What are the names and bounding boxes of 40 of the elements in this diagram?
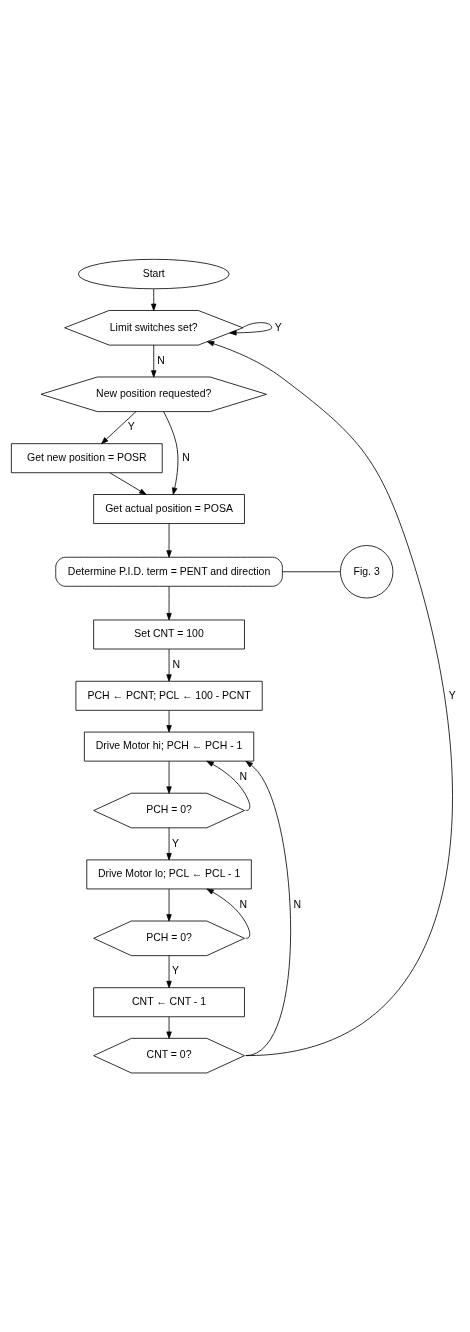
- arrow: [206, 760, 251, 811]
- arrow: [166, 827, 172, 861]
- arrow: [151, 288, 157, 311]
- connector: [282, 571, 341, 573]
- arrow: [163, 411, 179, 495]
- edge-label: Y: [172, 965, 180, 977]
- arrow: [166, 586, 172, 621]
- arrow: [166, 1016, 172, 1039]
- node-box: Get actual position = POSA: [93, 494, 245, 524]
- node-box: Drive Motor hi; PCH ← PCH - 1: [83, 731, 255, 762]
- arrow: [166, 888, 172, 922]
- arrow: [109, 472, 147, 495]
- arrow: [151, 344, 157, 378]
- node-ellipse: Start: [77, 258, 230, 290]
- node-box: Determine P.I.D. term = PENT and direction: [55, 556, 283, 587]
- edge-label: N: [157, 354, 165, 366]
- node-box: Get new position = POSR: [10, 443, 163, 474]
- arrow: [166, 760, 172, 794]
- arrow: [206, 341, 453, 1057]
- edge-label: Y: [127, 421, 135, 433]
- node-box: Set CNT = 100: [93, 619, 245, 650]
- node-box: PCH ← PCNT; PCL ← 100 - PCNT: [75, 680, 263, 711]
- edge-label: Y: [172, 837, 180, 849]
- arrow: [166, 955, 172, 989]
- arrow: [166, 648, 172, 682]
- edge-label: N: [239, 771, 248, 782]
- node-circle: Fig. 3: [340, 545, 394, 599]
- arrow: [101, 411, 137, 445]
- edge-label: Y: [274, 321, 282, 333]
- edge-label: N: [293, 898, 302, 910]
- arrow: [166, 710, 172, 733]
- edge-label: N: [172, 658, 181, 670]
- arrow: [245, 760, 292, 1057]
- node-box: CNT ← CNT - 1: [93, 987, 245, 1018]
- arrow: [229, 322, 273, 336]
- node-box: Drive Motor lo; PCL ← PCL - 1: [86, 859, 252, 890]
- arrow: [166, 523, 172, 558]
- edge-label: N: [239, 898, 248, 910]
- edge-label: Y: [448, 689, 456, 701]
- edge-label: N: [182, 451, 190, 463]
